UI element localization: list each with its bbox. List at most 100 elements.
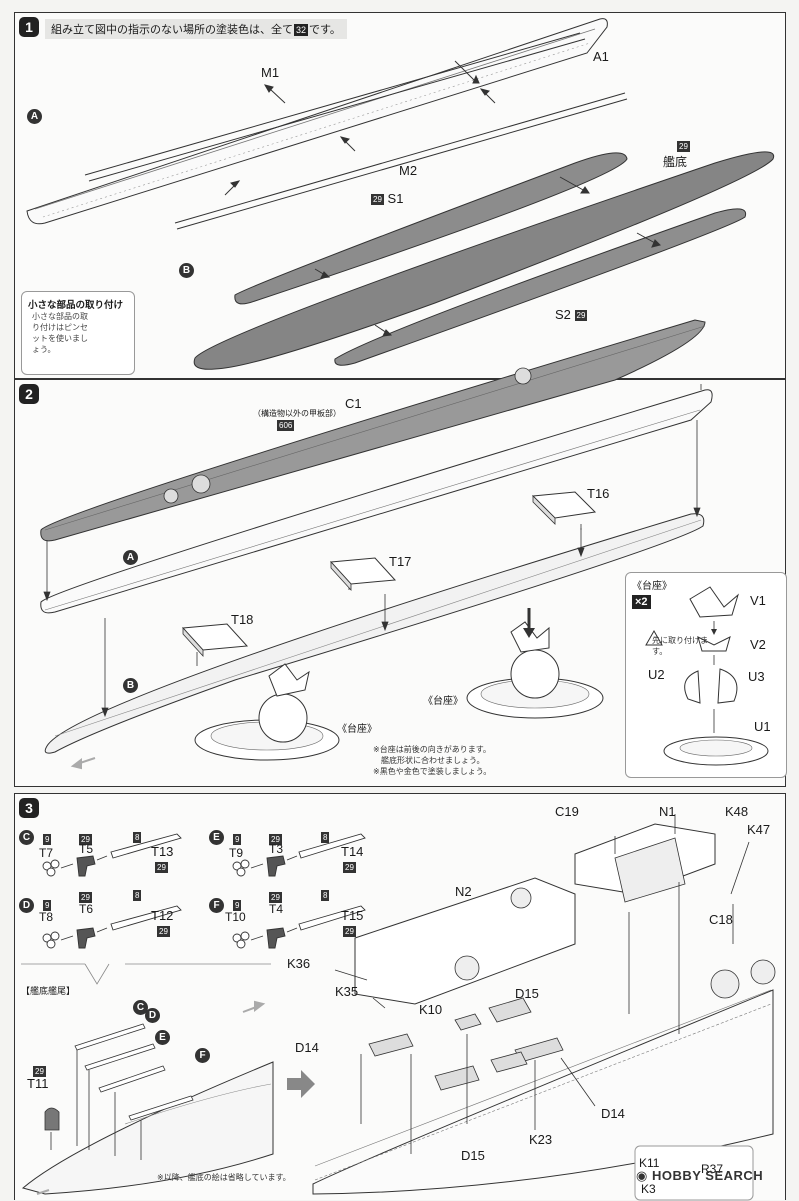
part-label-T16: T16 [587,486,610,501]
paint-code: 9 [233,834,242,846]
paint-code: 29 [269,834,282,846]
quantity-badge: ×2 [632,595,651,609]
paint-code: 29 [33,1066,46,1078]
group-F-marker: F [209,898,224,913]
part-label-V2: V2 [750,637,766,652]
paint-note-end: です。 [309,24,341,36]
part-label-T18: T18 [231,612,254,627]
part-label-hull: 艦底 [663,155,688,169]
part-label-D15: D15 [515,986,539,1001]
part-label-C1: C1 [345,396,362,411]
paint-code: 29 [155,860,168,874]
part-label: T8 [39,910,54,924]
group-D-marker: D [19,898,34,913]
step-number: 2 [19,384,39,404]
tip-box: 小さな部品の取り付け 小さな部品の取り付けはピンセットを使いましょう。 [21,291,135,375]
paint-code: 9 [43,834,52,846]
stand-label: 《台座》 [337,724,377,735]
paint-code: 9 [43,898,52,912]
part-label: T12 [151,908,174,923]
part-label-U2: U2 [648,667,665,682]
watermark-text: HOBBY SEARCH [651,1168,764,1183]
part-label: T4 [269,902,284,916]
part-label-C18: C18 [709,912,733,927]
part-label: T9 [229,846,244,860]
stand-detail-drawing [645,586,769,766]
part-label-T11: T11 [27,1076,49,1091]
part-label: T13 [151,844,174,859]
group-D-marker: D [145,1008,160,1023]
group-C-marker: C [19,830,34,845]
part-label-D14: D14 [295,1040,319,1055]
part-label-S2-text: S2 [555,307,571,322]
step-3-drawing [21,814,776,1201]
part-label-K11: K11 [639,1156,660,1170]
part-label-U1: U1 [754,719,771,734]
deck-paint: 606 [277,418,295,432]
step-1-drawing [26,18,775,370]
group-E-marker: E [209,830,224,845]
paint-code: 9 [233,832,242,846]
step-2-drawing [40,319,713,770]
part-label-K35: K35 [335,984,359,999]
part-label-U3: U3 [748,669,765,684]
paint-code: 8 [133,890,142,902]
paint-code: 8 [321,832,330,844]
paint-code: 29 [157,924,170,938]
part-label-N1: N1 [659,804,676,819]
step-number: 3 [19,798,39,818]
note-line: ※台座は前後の向きがあります。 [373,745,491,754]
paint-code: 29 [343,926,356,938]
paint-code: 32 [294,24,309,36]
stern-title: 【艦底艦尾】 [21,986,76,996]
part-label-R37: R37 [701,1162,724,1176]
tip-text: 小さな部品の取り付けはピンセットを使いましょう。 [32,312,88,354]
stand-notes: ※台座は前後の向きがあります。 艦底形状に合わせましょう。 ※黒色や金色で塗装し… [373,744,491,777]
part-label-T17: T17 [389,554,412,569]
paint-code: 9 [233,898,242,912]
paint-code: 29 [269,890,282,904]
paint-code: 8 [133,888,142,902]
paint-code: 8 [321,890,330,902]
stand-box-title: 《台座》 [632,581,672,592]
watermark: ◉ HOBBY SEARCH [636,1168,764,1183]
paint-code: 8 [133,832,142,844]
paint-code: 29 [155,862,168,874]
part-label-D15: D15 [461,1148,485,1163]
paint-code: 29 [269,832,282,846]
part-label: T15 [341,908,364,923]
group-E-marker: E [155,1030,170,1045]
part-label-K47: K47 [747,822,771,837]
paint-code: 29 [79,890,92,904]
paint-code: 29 [574,310,588,322]
paint-code: 29 [79,832,92,846]
paint-code: 606 [277,420,295,432]
stand-right [466,608,604,719]
paint-code: 29 [371,194,384,206]
part-label-S1: 29 S1 [371,191,403,206]
part-label-V1: V1 [750,593,766,608]
part-label-S2: S2 29 [555,307,588,322]
part-label-K23: K23 [529,1132,553,1147]
paint-code: 9 [233,900,242,912]
group-C-marker: C [133,1000,148,1015]
paint-code: 8 [133,830,142,844]
hull-paint: 29 [677,139,690,153]
part-label: T10 [225,910,246,924]
part-label-K48: K48 [725,804,749,819]
paint-code: 29 [79,834,92,846]
part-label: T7 [39,846,54,860]
paint-note-text: 組み立て図中の指示のない場所の塗装色は、全て [51,24,293,36]
step-number: 1 [19,17,39,37]
subassembly-B-marker: B [123,678,138,693]
stand-detail-box: 《台座》 ×2 V1 V2 先に取り付けます。 U2 U3 U1 [625,572,787,778]
part-label-N2: N2 [455,884,472,899]
paint-code: 9 [43,900,52,912]
stand-label: 《台座》 [423,696,463,707]
part-label: T3 [269,842,284,856]
subassembly-A-marker: A [123,550,138,565]
part-label-A1: A1 [593,49,609,64]
stand-left [194,663,340,761]
note-line: ※黒色や金色で塗装しましょう。 [373,767,492,776]
